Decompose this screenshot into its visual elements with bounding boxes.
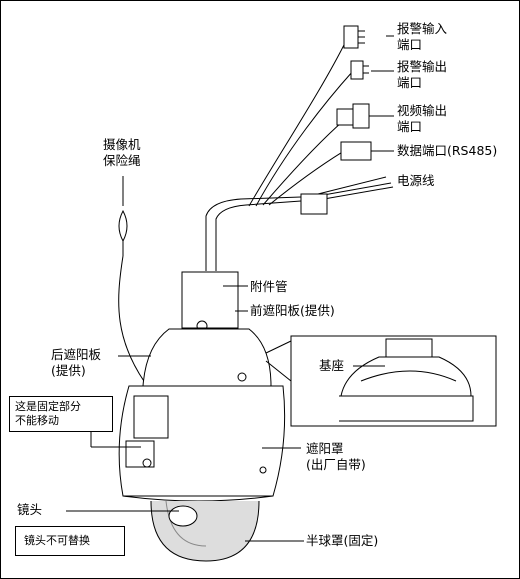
label-lens: 镜头 <box>17 502 43 517</box>
note-fixed-line-1: 这是固定部分 <box>15 400 81 413</box>
label-accessory-pipe: 附件管 <box>250 279 288 294</box>
note-lens-line: 镜头不可替换 <box>24 534 90 547</box>
note-fixed-part: 这是固定部分 不能移动 <box>9 396 113 432</box>
note-lens-not-replaceable: 镜头不可替换 <box>15 526 125 556</box>
label-video-output-2: 端口 <box>397 119 423 134</box>
label-alarm-output: 报警输出 <box>397 59 448 74</box>
label-power-cable: 电源线 <box>397 173 435 188</box>
label-safety-wire-2: 保险绳 <box>103 153 141 168</box>
label-alarm-output-2: 端口 <box>397 75 423 90</box>
label-base: 基座 <box>319 358 345 373</box>
label-rear-sunshade-2: (提供) <box>51 363 86 378</box>
note-fixed-line-2: 不能移动 <box>15 414 59 427</box>
label-video-output: 视频输出 <box>397 103 448 118</box>
label-alarm-input-2: 端口 <box>397 37 423 52</box>
label-dome-cover: 半球罩(固定) <box>306 533 379 548</box>
label-alarm-input: 报警输入 <box>397 21 448 36</box>
label-safety-wire: 摄像机 <box>103 137 141 152</box>
label-data-port: 数据端口(RS485) <box>397 143 498 158</box>
label-sunshield: 遮阳罩 <box>306 441 344 456</box>
label-front-sunshade: 前遮阳板(提供) <box>250 303 335 318</box>
label-rear-sunshade: 后遮阳板 <box>51 347 102 362</box>
label-sunshield-2: (出厂自带) <box>306 457 366 472</box>
